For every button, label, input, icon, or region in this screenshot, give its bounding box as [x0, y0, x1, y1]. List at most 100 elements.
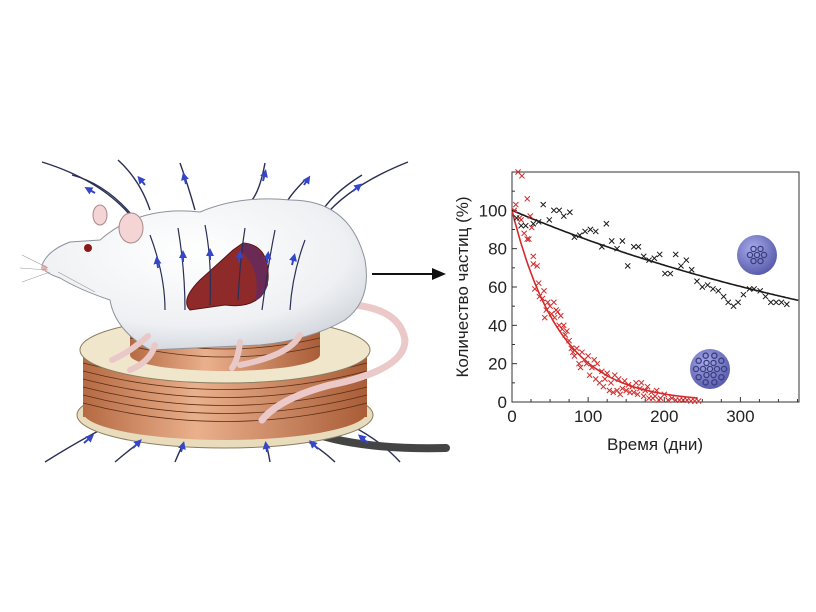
x-axis-title: Время (дни) [607, 435, 703, 454]
data-point-series-0 [571, 353, 578, 359]
data-point-series-1 [740, 291, 747, 298]
data-point-series-0 [573, 345, 580, 352]
data-point-series-0 [630, 389, 637, 396]
particle-core [757, 245, 764, 253]
data-point-series-0 [556, 322, 563, 329]
data-point-series-1 [757, 287, 764, 294]
data-point-series-0 [583, 360, 590, 367]
data-point-series-0 [511, 207, 518, 214]
data-point-series-0 [638, 379, 645, 386]
data-point-series-0 [560, 322, 567, 329]
data-point-series-1 [720, 293, 727, 300]
rat-eye [84, 244, 92, 252]
data-point-series-0 [525, 236, 532, 243]
particle-core [753, 251, 761, 259]
data-point-series-1 [522, 222, 529, 229]
x-tick-label: 0 [507, 407, 516, 426]
data-point-series-1 [725, 299, 732, 306]
particle-icon-few-cores [737, 235, 777, 275]
data-point-series-0 [594, 360, 601, 367]
data-point-series-1 [566, 209, 573, 216]
y-tick-label: 80 [488, 240, 507, 259]
data-point-series-1 [619, 238, 626, 244]
data-point-series-1 [656, 251, 663, 258]
y-tick-label: 100 [479, 201, 507, 220]
data-point-series-0 [606, 387, 613, 394]
data-point-series-0 [604, 370, 611, 377]
data-point-series-1 [540, 201, 547, 208]
data-point-series-0 [598, 368, 605, 375]
data-point-series-0 [518, 172, 525, 179]
data-point-series-0 [562, 331, 569, 338]
data-point-series-0 [548, 310, 555, 317]
data-point-series-0 [530, 253, 537, 260]
particle-core [702, 379, 709, 386]
particle-core [718, 357, 725, 365]
particle-core [750, 245, 757, 253]
data-point-series-0 [524, 236, 531, 243]
data-point-series-0 [566, 337, 573, 344]
data-point-series-0 [550, 299, 557, 306]
data-point-series-1 [667, 270, 674, 277]
y-tick-label: 40 [488, 316, 507, 335]
data-point-series-1 [546, 216, 553, 223]
data-point-series-1 [640, 253, 647, 260]
data-point-series-1 [735, 299, 742, 306]
data-point-series-0 [554, 308, 561, 315]
data-point-series-0 [557, 312, 564, 319]
particle-core [746, 251, 754, 259]
particle-core [713, 365, 721, 373]
data-point-series-1 [672, 251, 679, 258]
particle-core [703, 371, 710, 379]
rat-ear [118, 212, 144, 244]
data-point-series-0 [541, 287, 547, 294]
particle-core [711, 379, 718, 386]
rat-on-coil-illustration [19, 159, 450, 463]
particle-core [695, 373, 702, 381]
data-point-series-1 [694, 278, 700, 285]
particle-icon-body [690, 349, 730, 389]
data-point-series-0 [591, 356, 598, 363]
particle-core [718, 373, 725, 381]
data-point-series-1 [535, 218, 542, 225]
data-point-series-1 [783, 301, 790, 308]
data-point-series-1 [560, 213, 567, 220]
data-point-series-0 [576, 360, 582, 367]
data-point-series-1 [715, 287, 722, 294]
data-point-series-0 [586, 372, 593, 379]
particle-core [710, 371, 717, 379]
rat [19, 198, 409, 424]
data-point-series-1 [576, 232, 583, 239]
particle-core [711, 352, 718, 359]
data-point-series-1 [635, 243, 642, 250]
rat-ear [92, 204, 108, 226]
data-point-series-1 [646, 257, 652, 264]
data-point-series-0 [610, 389, 617, 396]
particle-core [692, 365, 700, 373]
particle-core [710, 359, 717, 367]
data-point-series-0 [644, 383, 651, 390]
liver [186, 242, 269, 311]
data-point-series-0 [544, 299, 551, 306]
data-point-series-1 [518, 222, 525, 229]
data-point-series-0 [588, 364, 595, 371]
data-point-series-1 [688, 266, 695, 273]
data-point-series-1 [630, 243, 637, 250]
data-point-series-0 [518, 216, 525, 223]
arrow-to-chart [372, 268, 446, 280]
data-point-series-1 [571, 234, 578, 241]
data-point-series-1 [751, 285, 758, 292]
data-point-series-1 [513, 215, 520, 221]
fit-line-series-1 [511, 209, 799, 302]
data-point-series-0 [668, 395, 675, 402]
data-point-series-1 [710, 285, 716, 292]
data-point-series-1 [587, 226, 594, 233]
data-point-series-1 [699, 284, 706, 290]
data-point-series-1 [608, 238, 615, 244]
data-point-series-0 [634, 391, 641, 398]
particle-core [699, 365, 707, 373]
data-point-series-0 [559, 326, 566, 333]
data-point-series-0 [536, 293, 543, 300]
